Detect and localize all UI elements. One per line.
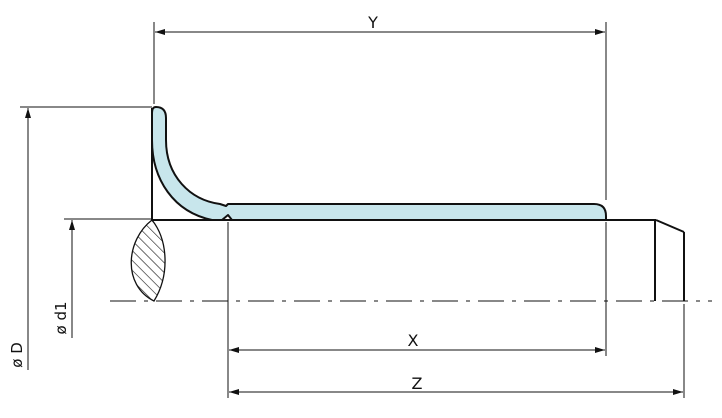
dimension-lines: [25, 29, 683, 395]
label-z: Z: [412, 374, 423, 393]
label-D: ø D: [8, 342, 26, 368]
sleeve-profile: [151, 106, 607, 221]
label-d1: ø d1: [52, 301, 70, 334]
label-x: X: [408, 331, 419, 350]
label-y: Y: [367, 13, 378, 32]
extension-lines: [20, 22, 685, 398]
hatched-section: [130, 219, 166, 302]
